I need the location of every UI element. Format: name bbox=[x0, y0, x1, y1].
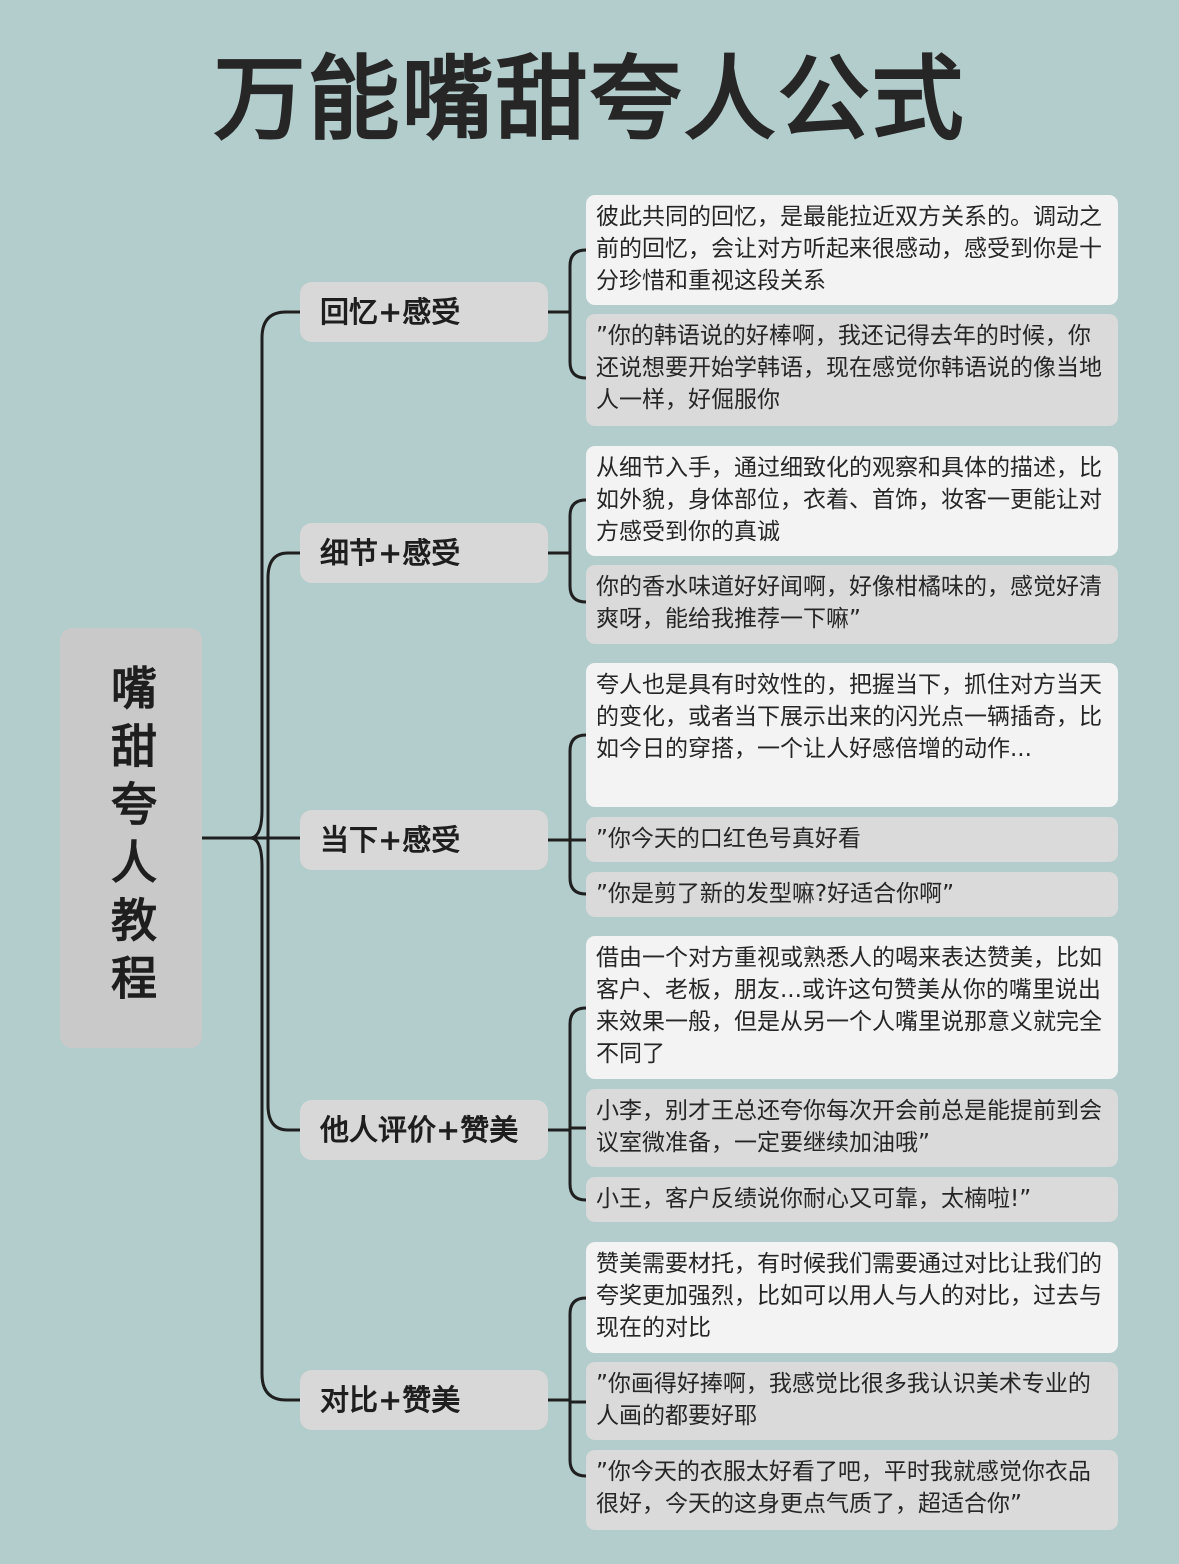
card-example: 小王，客户反绩说你耐心又可靠，太楠啦!” bbox=[586, 1177, 1118, 1222]
root-node: 嘴甜夸人教程 bbox=[60, 628, 202, 1048]
card-example: ”你的韩语说的好棒啊，我还记得去年的时候，你还说想要开始学韩语，现在感觉你韩语说… bbox=[586, 314, 1118, 426]
branch-connector-4 bbox=[266, 836, 302, 1132]
branch-node-others-opinion: 他人评价+赞美 bbox=[300, 1100, 548, 1160]
branch-connector-5 bbox=[248, 836, 302, 1402]
card-description: 夸人也是具有时效性的，把握当下，抓住对方当天的变化，或者当下展示出来的闪光点一辆… bbox=[586, 663, 1118, 807]
page-title: 万能嘴甜夸人公式 bbox=[213, 46, 966, 153]
branch-connector-1 bbox=[248, 310, 302, 840]
branch-connector-2 bbox=[266, 551, 302, 840]
card-example: ”你今天的口红色号真好看 bbox=[586, 817, 1118, 862]
card-description: 彼此共同的回忆，是最能拉近双方关系的。调动之前的回忆，会让对方听起来很感动，感受… bbox=[586, 195, 1118, 305]
card-description: 赞美需要材托，有时候我们需要通过对比让我们的夸奖更加强烈，比如可以用人与人的对比… bbox=[586, 1242, 1118, 1353]
card-description: 借由一个对方重视或熟悉人的喝来表达赞美，比如 客户、老板，朋友...或许这句赞美… bbox=[586, 936, 1118, 1079]
branch-node-detail: 细节+感受 bbox=[300, 523, 548, 583]
branch-node-contrast: 对比+赞美 bbox=[300, 1370, 548, 1430]
branch-node-memory: 回忆+感受 bbox=[300, 282, 548, 342]
card-example: ”你今天的衣服太好看了吧，平时我就感觉你衣品很好，今天的这身更点气质了，超适合你… bbox=[586, 1450, 1118, 1530]
card-example: 小李，别才王总还夸你每次开会前总是能提前到会议室微准备，一定要继续加油哦” bbox=[586, 1089, 1118, 1167]
card-description: 从细节入手，通过细致化的观察和具体的描述，比如外貌，身体部位，衣着、首饰，妆客一… bbox=[586, 446, 1118, 556]
card-example: 你的香水味道好好闻啊，好像柑橘味的，感觉好清爽呀，能给我推荐一下嘛” bbox=[586, 565, 1118, 644]
root-node-label: 嘴甜夸人教程 bbox=[104, 664, 158, 1012]
branch-node-present: 当下+感受 bbox=[300, 810, 548, 870]
card-example: ”你画得好捧啊，我感觉比很多我认识美术专业的人画的都要好耶 bbox=[586, 1362, 1118, 1440]
card-example: ”你是剪了新的发型嘛?好适合你啊” bbox=[586, 872, 1118, 917]
